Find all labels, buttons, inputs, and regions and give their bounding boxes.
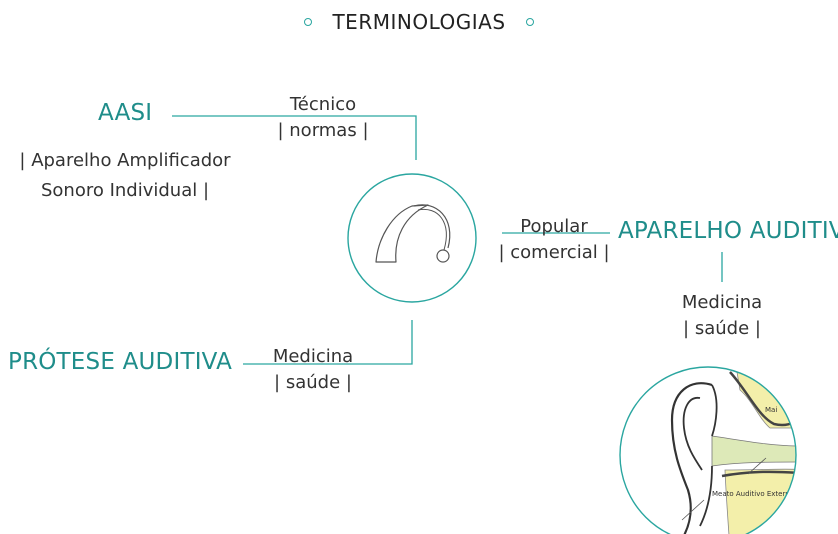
aasi-description: | Aparelho Amplificador Sonoro Individua…: [10, 146, 240, 206]
label-medicina-right: Medicina | saúde |: [665, 290, 779, 342]
title-bullet-right-icon: [525, 17, 534, 26]
label-tecnico-title: Técnico: [289, 94, 357, 115]
ear-label-canal: Meato Auditivo Exterr: [712, 490, 788, 498]
label-popular-sub: | comercial |: [498, 242, 610, 263]
ear-label-top: Mai: [765, 406, 777, 414]
aasi-connector: [172, 115, 417, 160]
label-medicina-left-sub: | saúde |: [274, 372, 352, 393]
aasi-description-line2: Sonoro Individual |: [40, 180, 210, 201]
term-aasi: AASI: [98, 100, 153, 126]
aasi-description-line1: | Aparelho Amplificador: [19, 150, 231, 171]
protese-connector: [243, 320, 413, 365]
label-medicina-right-title: Medicina: [681, 292, 763, 313]
title-text: TERMINOLOGIAS: [332, 10, 506, 34]
term-protese-auditiva: PRÓTESE AUDITIVA: [8, 349, 233, 375]
diagram-title: TERMINOLOGIAS: [0, 10, 838, 34]
label-popular: Popular | comercial |: [492, 214, 616, 266]
hearing-aid-icon: [347, 173, 477, 303]
ear-anatomy-illustration: Mai Meato Auditivo Exterr: [619, 366, 797, 534]
term-aparelho-auditivo: APARELHO AUDITIVO: [618, 218, 838, 244]
label-medicina-left-title: Medicina: [272, 346, 354, 367]
label-tecnico: Técnico | normas |: [268, 92, 378, 144]
label-medicina-left: Medicina | saúde |: [258, 344, 368, 396]
label-medicina-right-sub: | saúde |: [683, 318, 761, 339]
label-tecnico-sub: | normas |: [277, 120, 369, 141]
label-popular-title: Popular: [520, 216, 588, 237]
title-bullet-left-icon: [304, 17, 313, 26]
